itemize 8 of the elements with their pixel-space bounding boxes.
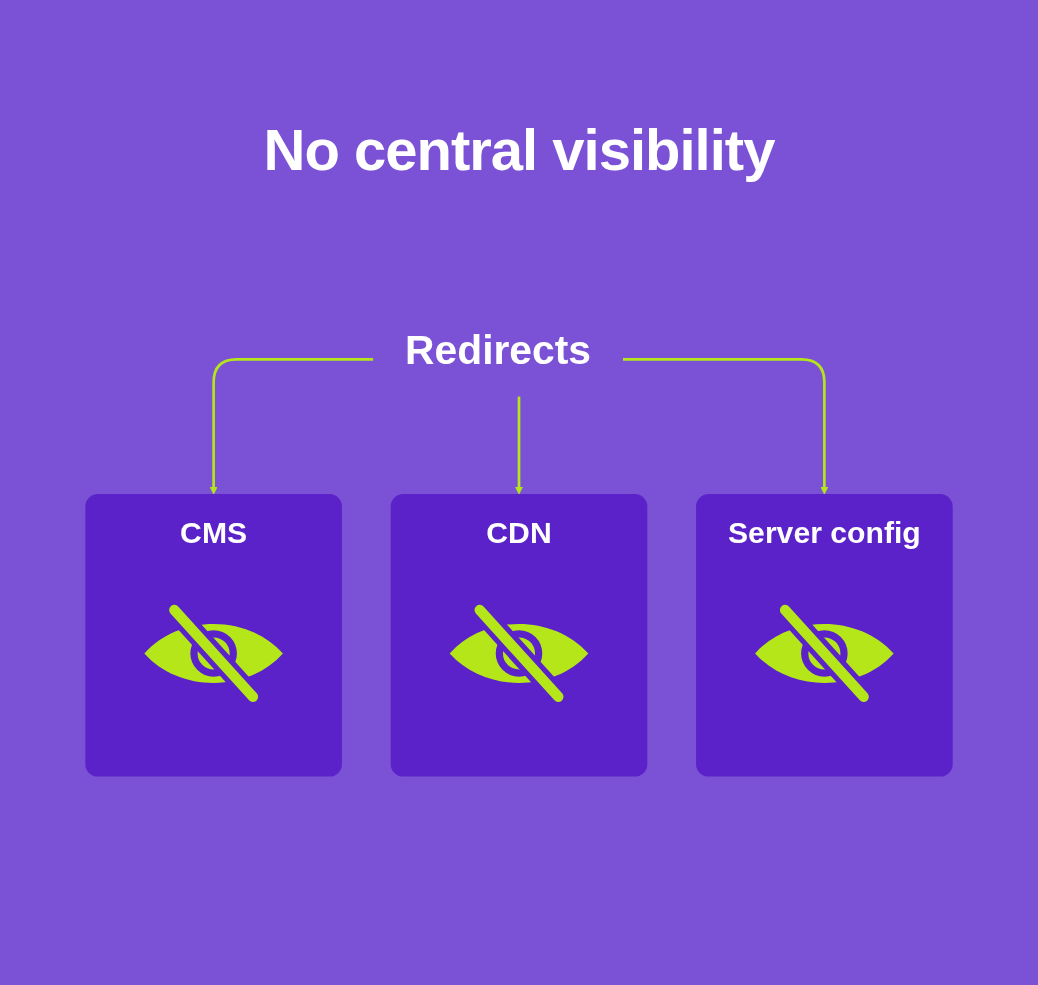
title: No central visibility [263,118,775,182]
arrow [515,396,523,495]
node-box: CDN [390,494,648,777]
node-box: CMS [85,494,342,777]
arrow [209,357,374,495]
node-box: Server config [696,494,953,777]
node-text: Redirects [405,326,592,373]
arrow [622,357,829,495]
